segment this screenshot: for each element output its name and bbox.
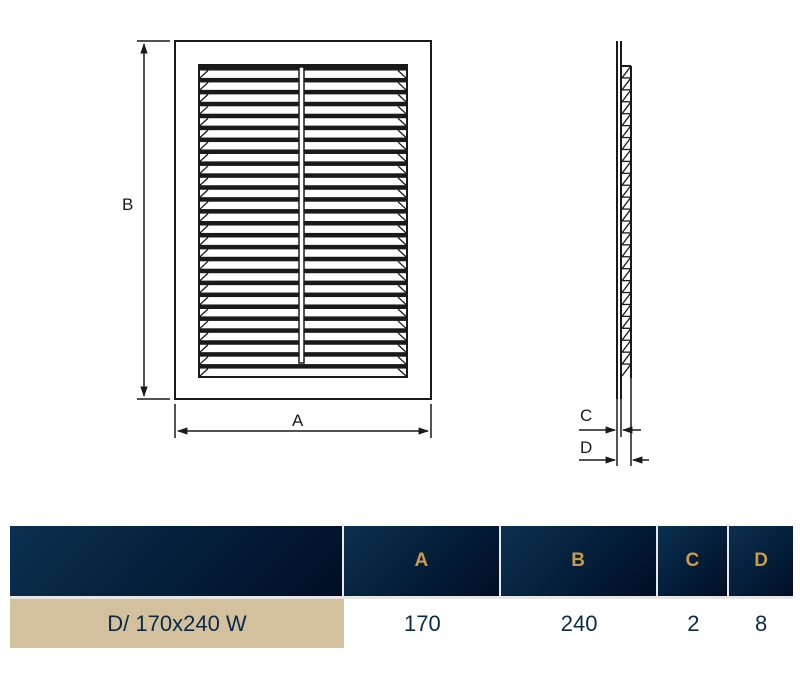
dimension-c: C bbox=[579, 406, 641, 434]
front-view bbox=[174, 40, 432, 400]
header-c: C bbox=[657, 526, 730, 596]
header-model bbox=[10, 526, 344, 596]
cell-c: 2 bbox=[657, 596, 730, 648]
dimension-b: B bbox=[122, 40, 170, 400]
table-row: D/ 170x240 W 170 240 2 8 bbox=[10, 596, 793, 648]
dimension-label-c: C bbox=[580, 406, 592, 425]
technical-drawing: B A C D bbox=[122, 40, 649, 466]
side-louver-profile bbox=[621, 65, 632, 377]
cell-a: 170 bbox=[344, 596, 501, 648]
dimension-label-d: D bbox=[580, 438, 592, 457]
dimension-label-a: A bbox=[292, 411, 304, 430]
header-a: A bbox=[344, 526, 501, 596]
table-header-row: A B C D bbox=[10, 526, 793, 596]
side-view bbox=[616, 41, 632, 466]
dimension-label-b: B bbox=[122, 195, 133, 214]
dimension-d: D bbox=[579, 438, 649, 464]
center-divider bbox=[298, 66, 305, 364]
header-b: B bbox=[500, 526, 658, 596]
cell-d: 8 bbox=[729, 596, 793, 648]
dimension-a: A bbox=[174, 404, 432, 438]
header-d: D bbox=[729, 526, 793, 596]
cell-b: 240 bbox=[500, 596, 658, 648]
dimensions-table: A B C D D/ 170x240 W 170 240 2 8 bbox=[10, 526, 793, 648]
cell-model: D/ 170x240 W bbox=[10, 596, 344, 648]
